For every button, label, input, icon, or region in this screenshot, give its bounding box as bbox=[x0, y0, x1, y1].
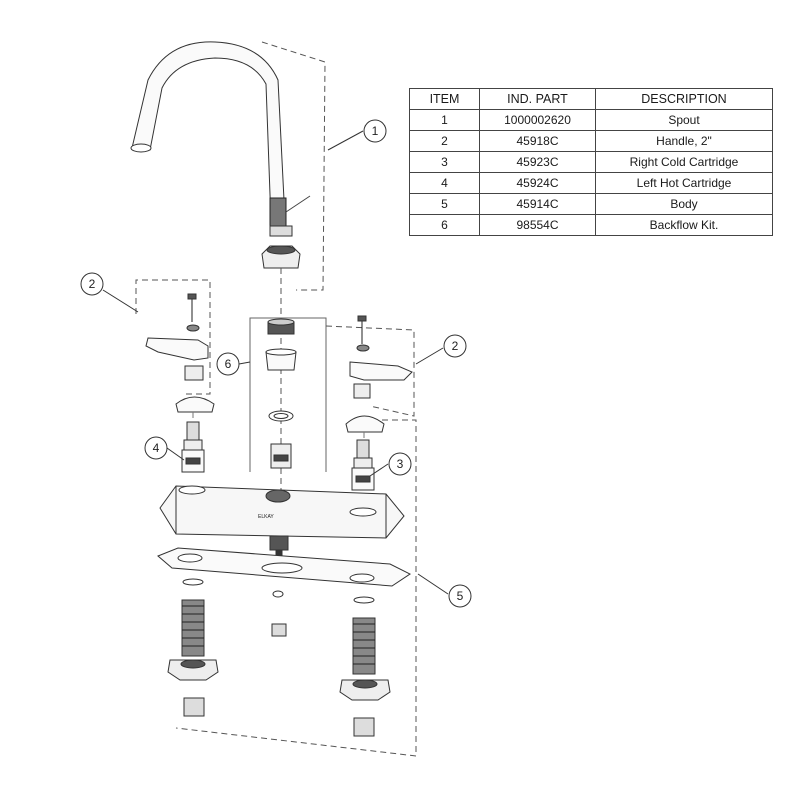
faucet-body-part bbox=[159, 485, 405, 559]
callout-5: 5 bbox=[448, 584, 472, 608]
cell-description: Backflow Kit. bbox=[595, 214, 773, 236]
right-cartridge-part bbox=[351, 439, 375, 491]
cell-part: 1000002620 bbox=[479, 109, 596, 131]
cell-description: Left Hot Cartridge bbox=[595, 172, 773, 194]
cell-item: 4 bbox=[409, 172, 480, 194]
callout-6: 6 bbox=[216, 352, 240, 376]
callout-2-right-label: 2 bbox=[452, 339, 459, 353]
table-row: 6 98554C Backflow Kit. bbox=[409, 214, 773, 236]
gasket-plate-part bbox=[157, 547, 411, 587]
cell-part: 45914C bbox=[479, 193, 596, 215]
body-group-outline bbox=[175, 419, 417, 757]
backflow-kit-part bbox=[249, 317, 327, 472]
callout-3: 3 bbox=[388, 452, 412, 476]
header-item: ITEM bbox=[409, 88, 480, 110]
leader-lines bbox=[102, 130, 449, 595]
table-row: 4 45924C Left Hot Cartridge bbox=[409, 172, 773, 194]
callout-3-label: 3 bbox=[397, 457, 404, 471]
callout-4: 4 bbox=[144, 436, 168, 460]
callout-2-left: 2 bbox=[80, 272, 104, 296]
cell-item: 3 bbox=[409, 151, 480, 173]
parts-list-table: ITEM IND. PART DESCRIPTION 1 1000002620 … bbox=[409, 88, 773, 236]
table-row: 5 45914C Body bbox=[409, 193, 773, 215]
cell-item: 2 bbox=[409, 130, 480, 152]
left-handle-part bbox=[135, 279, 215, 413]
cell-part: 98554C bbox=[479, 214, 596, 236]
right-supply-stack bbox=[339, 596, 391, 737]
cell-item: 1 bbox=[409, 109, 480, 131]
table-row: 2 45918C Handle, 2" bbox=[409, 130, 773, 152]
callout-1: 1 bbox=[363, 119, 387, 143]
cell-part: 45918C bbox=[479, 130, 596, 152]
left-supply-stack bbox=[167, 578, 219, 717]
cell-part: 45923C bbox=[479, 151, 596, 173]
cell-description: Handle, 2" bbox=[595, 130, 773, 152]
cell-item: 5 bbox=[409, 193, 480, 215]
cell-item: 6 bbox=[409, 214, 480, 236]
header-ind-part: IND. PART bbox=[479, 88, 596, 110]
spout-part bbox=[130, 41, 311, 269]
callout-2-right: 2 bbox=[443, 334, 467, 358]
header-description: DESCRIPTION bbox=[595, 88, 773, 110]
brand-mark: ELKAY bbox=[258, 514, 274, 520]
cell-part: 45924C bbox=[479, 172, 596, 194]
left-cartridge-part bbox=[181, 421, 205, 473]
callout-4-label: 4 bbox=[153, 441, 160, 455]
cell-description: Body bbox=[595, 193, 773, 215]
cell-description: Right Cold Cartridge bbox=[595, 151, 773, 173]
callout-6-label: 6 bbox=[225, 357, 232, 371]
callout-1-label: 1 bbox=[372, 124, 379, 138]
table-row: 1 1000002620 Spout bbox=[409, 109, 773, 131]
right-handle-part bbox=[325, 315, 415, 433]
parts-table-header-row: ITEM IND. PART DESCRIPTION bbox=[409, 88, 773, 110]
callout-2-left-label: 2 bbox=[89, 277, 96, 291]
cell-description: Spout bbox=[595, 109, 773, 131]
table-row: 3 45923C Right Cold Cartridge bbox=[409, 151, 773, 173]
callout-5-label: 5 bbox=[457, 589, 464, 603]
